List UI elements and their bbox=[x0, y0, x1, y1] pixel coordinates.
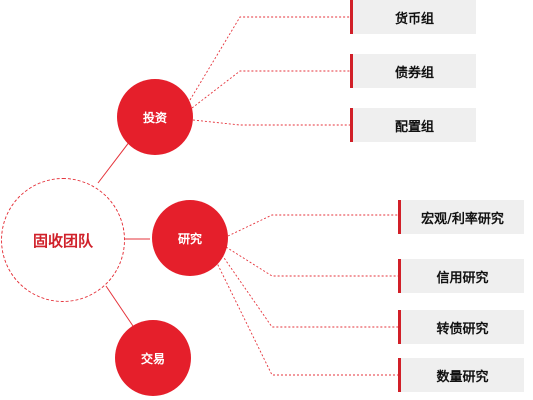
connector-root-invest bbox=[97, 140, 131, 184]
leaf-box-convertible[interactable]: 转债研究 bbox=[398, 310, 524, 344]
leaf-box-bond[interactable]: 债券组 bbox=[350, 54, 476, 88]
connector-research-leaf-2 bbox=[225, 246, 398, 277]
branch-label-invest: 投资 bbox=[142, 110, 167, 125]
leaf-label: 数量研究 bbox=[436, 369, 489, 385]
connector-invest-leaf-2 bbox=[191, 70, 350, 109]
leaf-box-quant[interactable]: 数量研究 bbox=[398, 358, 524, 392]
branch-label-trade: 交易 bbox=[140, 351, 165, 366]
branch-label-research: 研究 bbox=[177, 231, 202, 246]
leaf-label: 配置组 bbox=[394, 119, 434, 135]
branch-node-research[interactable]: 研究 bbox=[152, 200, 228, 276]
leaf-label: 债券组 bbox=[394, 65, 434, 81]
root-node: 固收团队 bbox=[1, 178, 125, 302]
connector-research-leaf-4 bbox=[215, 260, 398, 376]
leaf-box-macro-rate[interactable]: 宏观/利率研究 bbox=[398, 200, 524, 234]
connector-research-leaf-3 bbox=[221, 254, 398, 328]
leaf-label: 宏观/利率研究 bbox=[421, 211, 504, 227]
branch-node-invest[interactable]: 投资 bbox=[117, 79, 193, 155]
leaf-label: 货币组 bbox=[394, 11, 434, 27]
root-label: 固收团队 bbox=[32, 231, 93, 250]
connector-invest-leaf-1 bbox=[189, 16, 350, 101]
branch-node-trade[interactable]: 交易 bbox=[115, 320, 191, 396]
leaf-box-credit[interactable]: 信用研究 bbox=[398, 259, 524, 293]
connector-research-leaf-1 bbox=[227, 214, 398, 237]
leaf-box-currency[interactable]: 货币组 bbox=[350, 0, 476, 34]
connector-invest-leaf-3 bbox=[192, 119, 350, 126]
leaf-label: 转债研究 bbox=[436, 321, 489, 337]
leaf-box-allocation[interactable]: 配置组 bbox=[350, 108, 476, 142]
connector-root-trade bbox=[105, 285, 134, 327]
leaf-label: 信用研究 bbox=[436, 270, 489, 286]
